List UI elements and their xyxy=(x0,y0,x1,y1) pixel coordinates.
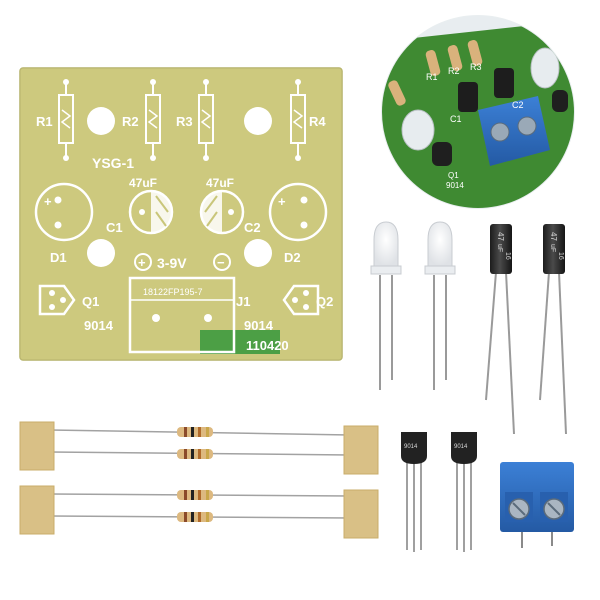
connector-part-number: 18122FP195-7 xyxy=(143,287,203,297)
mounting-hole xyxy=(87,107,115,135)
capacitor-label-c1: C1 xyxy=(106,220,123,235)
capacitor-label-c2: C2 xyxy=(244,220,261,235)
transistor-footprint-q2 xyxy=(282,284,320,316)
resistor-footprint-r2 xyxy=(145,79,161,161)
connector-label-j1: J1 xyxy=(236,294,250,309)
transistor-component: 9014 xyxy=(451,432,477,552)
capacitor-marking-volt: 16 xyxy=(504,252,511,260)
resistor-strip-upper xyxy=(19,421,379,475)
mounting-hole xyxy=(87,239,115,267)
board-code: YSG-1 xyxy=(92,155,134,171)
terminal-block-component xyxy=(500,462,574,548)
capacitor-component: 47 uF 16 xyxy=(539,224,567,435)
led-footprint-d1: + xyxy=(34,182,94,242)
inset-transistor-label: Q1 xyxy=(448,171,459,180)
resistor-label-r3: R3 xyxy=(176,114,193,129)
resistor-strip-lower xyxy=(19,485,379,539)
date-code: 110420 xyxy=(246,338,289,353)
inset-capacitor-label-c2: C2 xyxy=(512,100,524,110)
inset-leds xyxy=(401,47,560,151)
svg-text:−: − xyxy=(217,255,225,270)
resistor-component xyxy=(177,512,213,522)
resistor-label-r4: R4 xyxy=(309,114,326,129)
transistor-component: 9014 xyxy=(401,432,427,552)
pcb-board: R1 R2 R3 R4 YSG-1 + + D1 D2 xyxy=(19,67,343,361)
svg-text:+: + xyxy=(138,255,146,270)
inset-resistor-label-r1: R1 xyxy=(426,72,438,82)
resistor-label-r1: R1 xyxy=(36,114,53,129)
capacitor-marking-unit: uF xyxy=(549,244,556,252)
led-label-d1: D1 xyxy=(50,250,67,265)
capacitor-footprint-c1 xyxy=(128,189,174,235)
transistor-part-q1: 9014 xyxy=(84,318,114,333)
mounting-hole xyxy=(244,107,272,135)
resistor-label-r2: R2 xyxy=(122,114,139,129)
capacitor-footprint-c2 xyxy=(199,189,245,235)
inset-resistor-label-r2: R2 xyxy=(448,66,460,76)
svg-text:+: + xyxy=(278,194,286,209)
minus-symbol: − xyxy=(213,253,231,271)
mounting-hole xyxy=(244,239,272,267)
transistor-part-q2: 9014 xyxy=(244,318,274,333)
capacitor-marking-volt: 16 xyxy=(557,252,564,260)
resistor-component xyxy=(177,427,213,437)
svg-text:+: + xyxy=(44,194,52,209)
capacitor-value-c1: 47uF xyxy=(129,176,157,190)
led-component xyxy=(424,221,456,390)
inset-resistors xyxy=(388,40,483,106)
transistor-marking: 9014 xyxy=(454,444,468,450)
inset-terminal-block xyxy=(478,96,550,166)
capacitor-component: 47 uF 16 xyxy=(485,224,515,435)
resistor-component xyxy=(177,449,213,459)
transistor-label-q1: Q1 xyxy=(82,294,99,309)
resistor-footprint-r4 xyxy=(290,79,306,161)
inset-capacitors xyxy=(458,68,514,112)
capacitor-marking-unit: uF xyxy=(496,244,503,252)
inset-transistor-part: 9014 xyxy=(446,181,464,190)
connector-footprint-j1 xyxy=(128,276,236,354)
resistor-component xyxy=(177,490,213,500)
inset-resistor-label-r3: R3 xyxy=(470,62,482,72)
transistor-footprint-q1 xyxy=(38,284,76,316)
led-footprint-d2: + xyxy=(268,182,328,242)
led-component xyxy=(370,221,402,390)
voltage-label: 3-9V xyxy=(157,255,187,271)
transistor-label-q2: Q2 xyxy=(316,294,333,309)
assembled-board-inset: R1 R2 R3 C1 C2 Q1 9014 xyxy=(381,15,575,209)
resistor-footprint-r3 xyxy=(198,79,214,161)
resistor-footprint-r1 xyxy=(58,79,74,161)
led-label-d2: D2 xyxy=(284,250,301,265)
capacitor-marking-value: 47 xyxy=(549,232,558,241)
capacitor-marking-value: 47 xyxy=(496,232,505,241)
plus-symbol: + xyxy=(134,253,152,271)
capacitor-value-c2: 47uF xyxy=(206,176,234,190)
inset-capacitor-label-c1: C1 xyxy=(450,114,462,124)
transistor-marking: 9014 xyxy=(404,444,418,450)
